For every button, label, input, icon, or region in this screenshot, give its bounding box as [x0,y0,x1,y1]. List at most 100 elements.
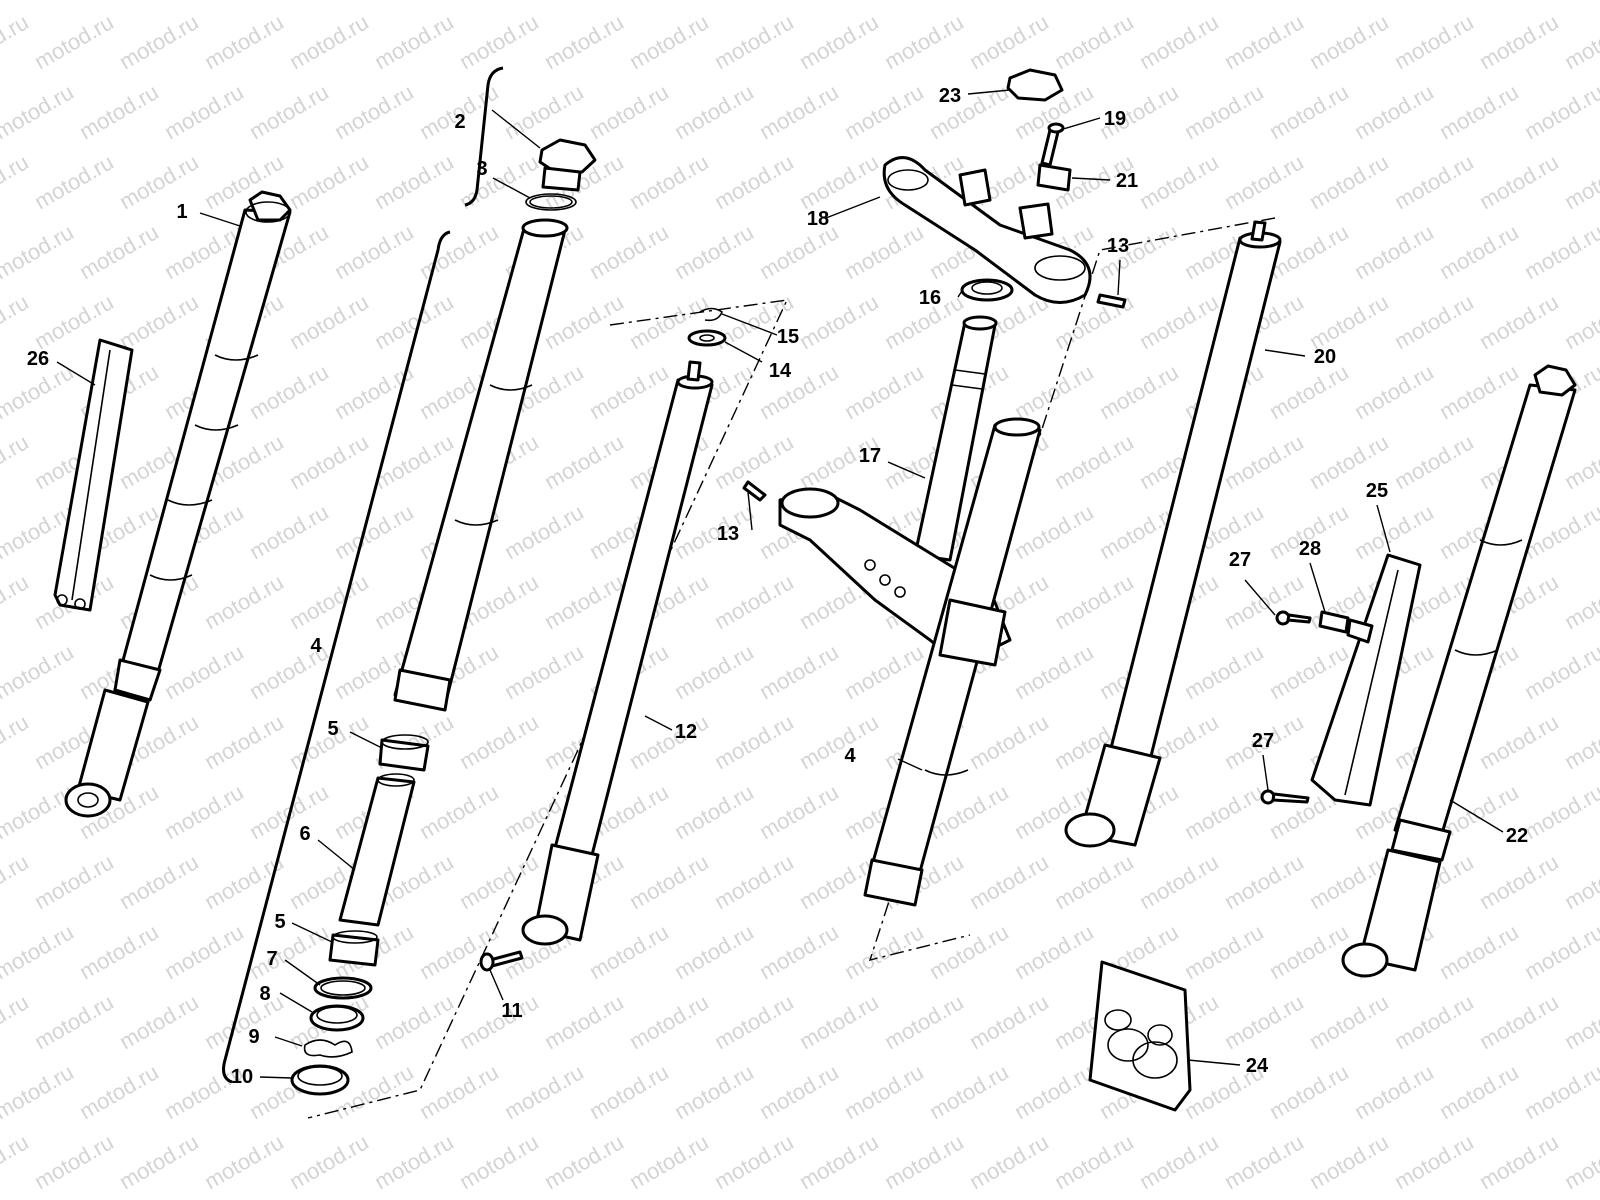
watermark-text: motod.ru [330,79,418,144]
watermark-text: motod.ru [1390,429,1478,494]
watermark-text: motod.ru [415,779,503,844]
o-ring [525,193,577,211]
watermark-text: motod.ru [75,219,163,284]
watermark-text: motod.ru [30,1129,118,1194]
watermark-text: motod.ru [1050,429,1138,494]
watermark-text: motod.ru [585,79,673,144]
fork-leg-far-right [1341,364,1577,978]
watermark-text: motod.ru [1305,989,1393,1054]
watermark-text: motod.ru [0,79,78,144]
callout-16: 16 [919,287,941,309]
watermark-text: motod.ru [1435,0,1523,4]
guard-screw-upper [1275,610,1312,626]
watermark-text: motod.ru [1180,779,1268,844]
watermark-text: motod.ru [1350,0,1438,4]
watermark-text: motod.ru [1520,219,1600,284]
watermark-text: motod.ru [1560,1129,1600,1194]
watermark-text: motod.ru [710,1129,798,1194]
watermark-text: motod.ru [0,849,33,914]
watermark-text: motod.ru [925,1059,1013,1124]
watermark-text: motod.ru [1010,499,1098,564]
callout-18: 18 [807,208,829,230]
watermark-text: motod.ru [540,429,628,494]
watermark-text: motod.ru [1010,1059,1098,1124]
callout-labels: 1 2 3 4 4 5 5 6 7 8 9 10 11 12 13 13 14 … [27,85,1528,1088]
watermark-text: motod.ru [415,919,503,984]
callout-28: 28 [1299,538,1321,560]
watermark-text: motod.ru [115,849,203,914]
watermark-text: motod.ru [1050,9,1138,74]
watermark-text: motod.ru [455,1129,543,1194]
watermark-text: motod.ru [160,639,248,704]
watermark-text: motod.ru [330,0,418,4]
watermark-text: motod.ru [245,79,333,144]
watermark-text: motod.ru [115,989,203,1054]
watermark-text: motod.ru [370,989,458,1054]
watermark-text: motod.ru [755,1059,843,1124]
watermark-text: motod.ru [670,639,758,704]
watermark-text: motod.ru [455,989,543,1054]
watermark-text: motod.ru [1265,1059,1353,1124]
watermark-text: motod.ru [1135,289,1223,354]
callout-4-left: 4 [310,635,322,657]
watermark-text: motod.ru [1305,9,1393,74]
watermark-text: motod.ru [1220,1129,1308,1194]
watermark-text: motod.ru [285,9,373,74]
callout-1: 1 [176,201,187,223]
watermark-text: motod.ru [670,219,758,284]
washer [313,976,373,1000]
watermark-text: motod.ru [1220,429,1308,494]
callout-2: 2 [454,111,465,133]
watermark-text: motod.ru [1050,1129,1138,1194]
watermark-text: motod.ru [710,709,798,774]
watermark-text: motod.ru [795,1129,883,1194]
bolt-upper-clamp [1096,293,1127,309]
watermark-text: motod.ru [965,849,1053,914]
watermark-text: motod.ru [1135,9,1223,74]
watermark-text: motod.ru [840,79,928,144]
upper-triple-clamp [882,156,1092,304]
bushing-upper [378,734,430,772]
watermark-text: motod.ru [455,9,543,74]
watermark-text: motod.ru [1475,989,1563,1054]
callout-5-lower: 5 [274,911,285,933]
watermark-text: motod.ru [1520,1059,1600,1124]
watermark-text: motod.ru [1475,709,1563,774]
watermark-text: motod.ru [840,919,928,984]
watermark-text: motod.ru [670,919,758,984]
watermark-text: motod.ru [160,919,248,984]
watermark-text: motod.ru [330,1059,418,1124]
bolt-lower-clamp [742,480,767,502]
watermark-text: motod.ru [710,849,798,914]
dashed-frame-left [307,299,789,1119]
spacer-tube [338,773,416,927]
watermark-text: motod.ru [1560,149,1600,214]
watermark-text: motod.ru [115,1129,203,1194]
watermark-text: motod.ru [0,639,78,704]
watermark-text: motod.ru [625,709,713,774]
watermark-text: motod.ru [670,499,758,564]
watermark-text: motod.ru [755,639,843,704]
watermark-text: motod.ru [0,919,78,984]
watermark-text: motod.ru [0,219,78,284]
watermark-text: motod.ru [540,9,628,74]
callout-8: 8 [259,983,270,1005]
watermark-text: motod.ru [1305,1129,1393,1194]
watermark-text: motod.ru [1220,149,1308,214]
watermark-text: motod.ru [1560,709,1600,774]
watermark-text: motod.ru [115,149,203,214]
watermark-text: motod.ru [75,79,163,144]
watermark-text: motod.ru [1095,359,1183,424]
watermark-text: motod.ru [755,779,843,844]
fork-leg-left [64,190,292,818]
bearing [960,278,1014,302]
watermark-text: motod.ru [30,9,118,74]
callout-22: 22 [1506,825,1528,847]
watermark-text: motod.ru [840,219,928,284]
guard-screw-lower [1260,789,1310,805]
watermark-text: motod.ru [200,709,288,774]
watermark-text: motod.ru [500,499,588,564]
watermark-text: motod.ru [0,1129,33,1194]
watermark-text: motod.ru [1350,79,1438,144]
watermark-text: motod.ru [880,989,968,1054]
